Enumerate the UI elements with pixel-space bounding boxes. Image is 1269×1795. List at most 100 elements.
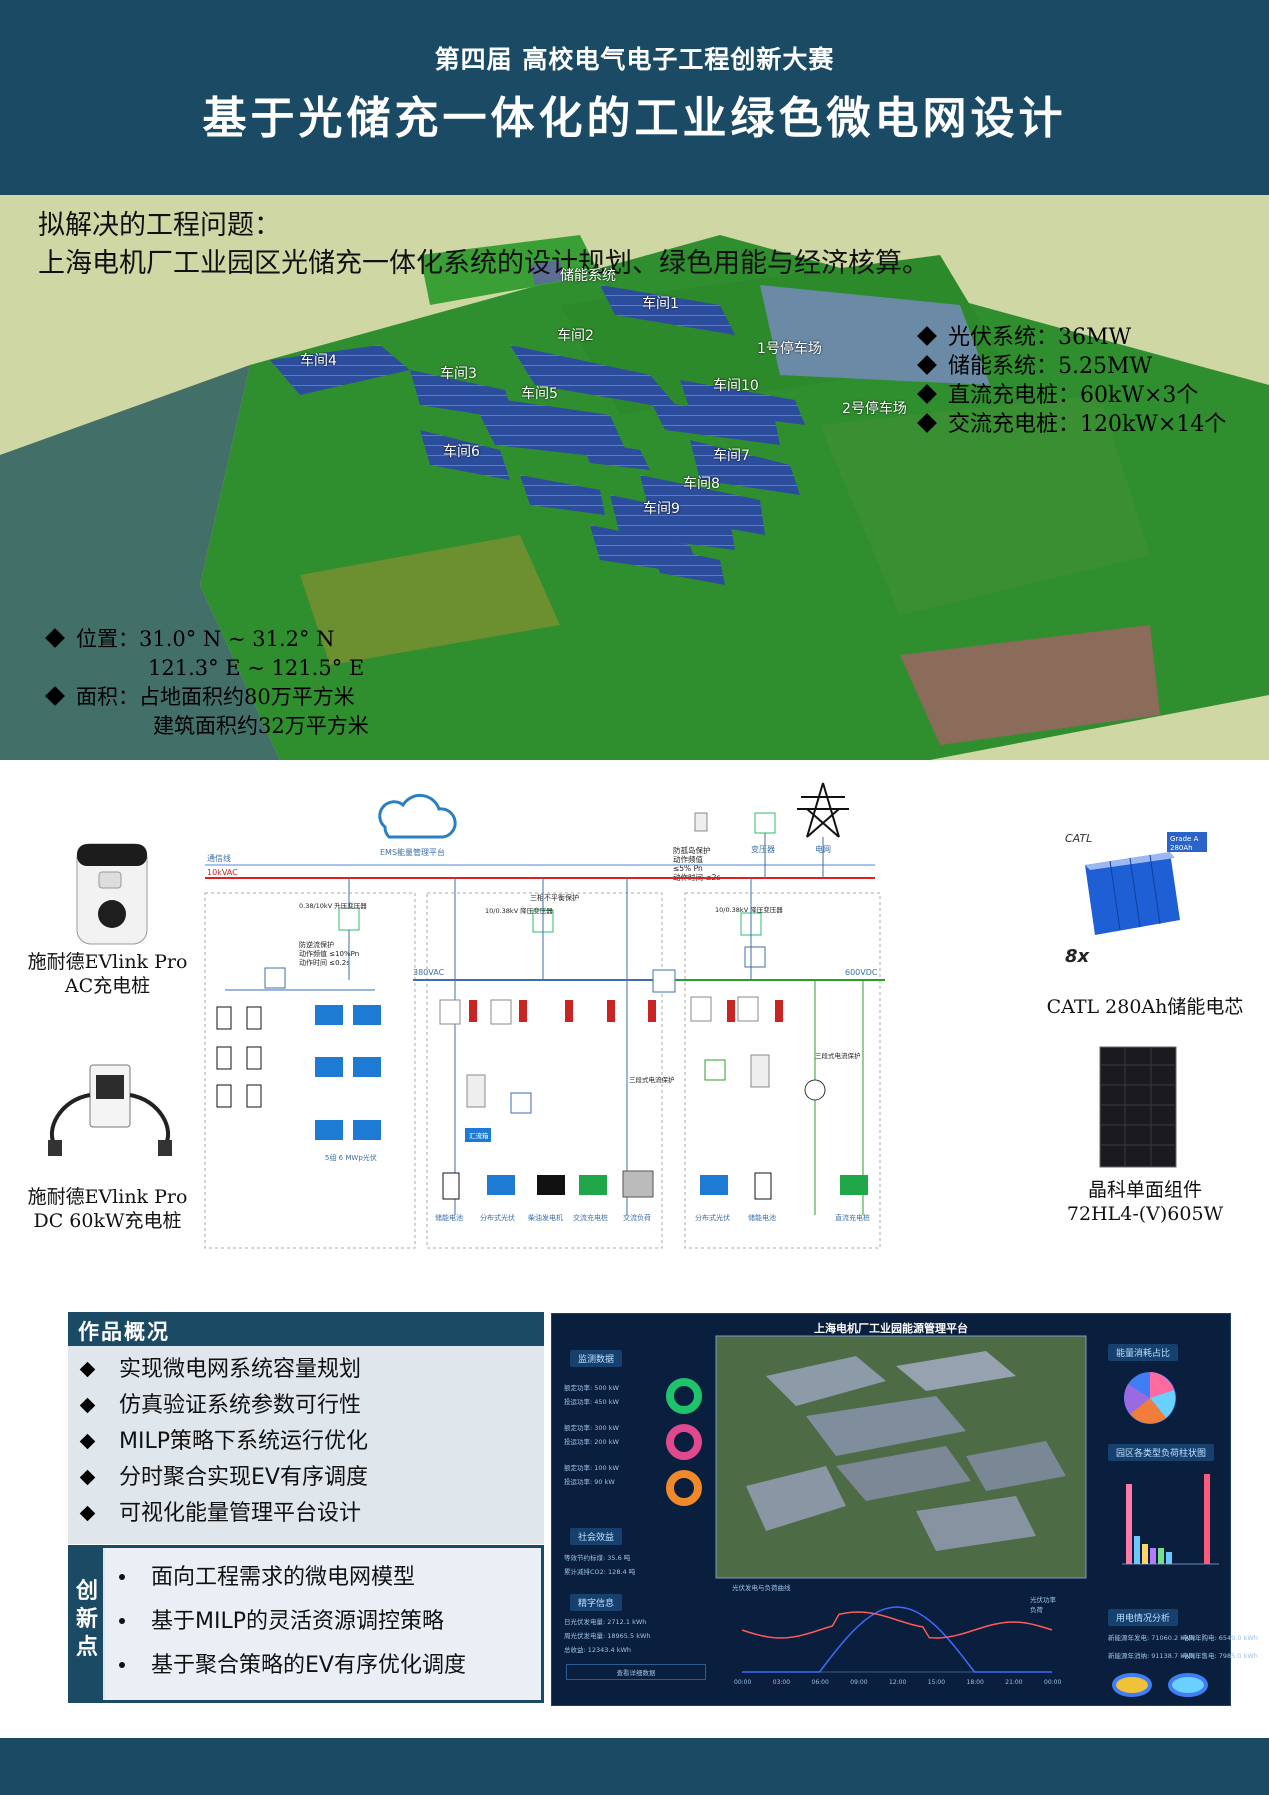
x-tick-label: 12:00 <box>889 1679 906 1686</box>
monitor-row: 额定功率: 100 kW <box>564 1464 619 1472</box>
x-tick-label: 00:00 <box>734 1679 751 1686</box>
stats-row: 周光伏发电量: 18965.5 kWh <box>564 1632 651 1640</box>
cloud-icon <box>378 793 457 839</box>
overview-item: 可视化能量管理平台设计 <box>68 1496 544 1532</box>
usage-row: 电网年售电: 7985.0 kWh <box>1182 1652 1258 1660</box>
social-panel-title: 社会效益 <box>570 1528 623 1545</box>
bottom-label: 直流充电桩 <box>835 1213 870 1222</box>
bus-600-label: 600VDC <box>845 968 878 977</box>
innovation-item: 基于聚合策略的EV有序优化调度 <box>105 1644 541 1688</box>
bottom-label: 柴油发电机 <box>528 1213 563 1222</box>
location-info: 位置：31.0° N ~ 31.2° N 121.3° E ~ 121.5° E… <box>45 625 369 741</box>
pylon-icon <box>797 782 849 838</box>
stats-panel-title: 精字信息 <box>570 1594 623 1611</box>
pcs-label: 汇流箱 <box>469 1131 489 1140</box>
innovation-item: 基于MILP的灵活资源调控策略 <box>105 1600 541 1644</box>
dc-charger-label: 施耐德EVlink Pro DC 60kW充电桩 <box>20 1185 195 1233</box>
microgrid-schematic: EMS能量管理平台 电网 变压器 防孤岛保护 动作频值 ≤5% Pn 动作时间 … <box>204 782 885 1249</box>
usage-row: 新能源年发电: 71060.2 kWh <box>1108 1634 1195 1642</box>
inverter-icon <box>264 967 286 989</box>
poster-footer <box>0 1738 1269 1795</box>
energy-share-title: 能量消耗占比 <box>1108 1344 1179 1361</box>
legend-load: 负荷 <box>1030 1606 1043 1614</box>
bottom-label: 分布式光伏 <box>695 1213 730 1222</box>
usage-title: 用电情况分析 <box>1108 1609 1179 1626</box>
problem-text: 上海电机厂工业园区光储充一体化系统的设计规划、绿色用能与经济核算。 <box>38 248 929 279</box>
label-workshop-10: 车间10 <box>713 378 759 394</box>
pv-module-image <box>1099 1046 1177 1168</box>
protect-grid-3: ≤5% Pn <box>673 864 703 873</box>
cell-brand: CATL <box>1065 832 1092 845</box>
ac-charger-model: 施耐德EVlink Pro <box>27 951 188 973</box>
spec-item: 直流充电桩：60kW×3个 <box>948 383 1199 408</box>
inverter-icon <box>744 946 766 968</box>
pv-left-label: 5组 6 MWp光伏 <box>325 1153 377 1162</box>
x-tick-label: 00:00 <box>1044 1679 1061 1686</box>
bottom-label: 储能电池 <box>748 1213 776 1222</box>
label-storage: 储能系统 <box>560 268 616 284</box>
tr-right-label: 10/0.38kV 降压变压器 <box>715 905 783 914</box>
bus-380-label: 380VAC <box>413 968 445 977</box>
schematic-section: 施耐德EVlink Pro AC充电桩 施耐德EVlink Pro DC 60k… <box>0 770 1269 1260</box>
engineering-problem: 拟解决的工程问题： 上海电机厂工业园区光储充一体化系统的设计规划、绿色用能与经济… <box>38 207 929 283</box>
overview-item: 实现微电网系统容量规划 <box>68 1352 544 1388</box>
bottom-label: 交流负荷 <box>623 1213 651 1222</box>
overview-item-text: 仿真验证系统参数可行性 <box>119 1393 362 1418</box>
innovation-item-text: 基于聚合策略的EV有序优化调度 <box>151 1653 466 1678</box>
overview-item: 仿真验证系统参数可行性 <box>68 1388 544 1424</box>
label-parking-1: 1号停车场 <box>757 341 822 357</box>
battery-cell-image: CATL Grade A 280Ah 8x <box>1065 832 1207 967</box>
bottom-label: 分布式光伏 <box>480 1213 515 1222</box>
usage-row: 新能源年消纳: 91138.7 kWh <box>1108 1652 1195 1660</box>
legend-pv: 光伏功率 <box>1030 1596 1056 1604</box>
bottom-device-icons <box>442 1170 868 1200</box>
ac-charger-label: 施耐德EVlink Pro AC充电桩 <box>20 950 195 998</box>
innovation-item-text: 基于MILP的灵活资源调控策略 <box>151 1609 444 1634</box>
meter-icon <box>690 996 712 1022</box>
transformer-icon <box>754 812 776 834</box>
meter-icon <box>737 996 759 1022</box>
poster-header: 第四届 高校电气电子工程创新大赛 基于光储充一体化的工业绿色微电网设计 <box>0 0 1269 195</box>
monitor-row: 投运功率: 450 kW <box>564 1398 619 1406</box>
pie-chart <box>1124 1372 1176 1424</box>
protect-grid-1: 防孤岛保护 <box>673 845 711 855</box>
transformer-icon <box>338 907 360 931</box>
pv-module-model: 72HL4-(V)605W <box>1066 1203 1224 1225</box>
protect-left-2: 动作频值 ≤10%Pn <box>299 949 359 958</box>
social-row: 累计减排CO2: 128.4 吨 <box>564 1568 636 1576</box>
usage-row: 电网年购电: 6549.0 kWh <box>1182 1634 1258 1642</box>
x-tick-label: 18:00 <box>967 1679 984 1686</box>
overview-item-text: MILP策略下系统运行优化 <box>119 1429 368 1454</box>
protect-left-3: 动作时间 ≤0.2s <box>299 958 350 967</box>
label-parking-2: 2号停车场 <box>842 401 907 417</box>
meter-icon <box>439 999 461 1025</box>
location-line: 121.3° E ~ 121.5° E <box>148 656 365 680</box>
monitor-row: 额定功率: 300 kW <box>564 1424 619 1432</box>
innovation-list: 面向工程需求的微电网模型 基于MILP的灵活资源调控策略 基于聚合策略的EV有序… <box>105 1548 541 1700</box>
charger-icons-left <box>216 1006 262 1108</box>
protect-left-1: 防逆流保护 <box>299 940 334 949</box>
innovation-item: 面向工程需求的微电网模型 <box>105 1556 541 1600</box>
view-details-button[interactable]: 查看详细数据 <box>566 1664 706 1680</box>
x-tick-label: 03:00 <box>773 1679 790 1686</box>
label-workshop-9: 车间9 <box>643 501 680 517</box>
label-workshop-8: 车间8 <box>683 476 720 492</box>
comm-label: 通信线 <box>207 853 231 863</box>
load-bar-chart <box>1122 1474 1219 1565</box>
ems-label: EMS能量管理平台 <box>380 847 445 857</box>
spec-item: 光伏系统：36MW <box>948 325 1132 350</box>
social-row: 等效节约标煤: 35.6 吨 <box>564 1554 631 1562</box>
ac-charger-type: AC充电桩 <box>64 975 151 997</box>
transformer-label: 变压器 <box>751 844 775 854</box>
spec-item: 交流充电桩：120kW×14个 <box>948 412 1227 437</box>
meter-icon <box>490 999 512 1025</box>
x-tick-label: 06:00 <box>812 1679 829 1686</box>
breaker-icons <box>469 1000 783 1022</box>
label-workshop-4: 车间4 <box>300 353 337 369</box>
dashboard-title: 上海电机厂工业园能源管理平台 <box>814 1322 968 1335</box>
dc-load-icon <box>804 1079 826 1101</box>
pv-module-label: 晶科单面组件 72HL4-(V)605W <box>1025 1178 1265 1226</box>
area-line: 建筑面积约32万平方米 <box>153 714 369 738</box>
bottom-label: 交流充电桩 <box>573 1213 608 1222</box>
location-line: 位置：31.0° N ~ 31.2° N <box>76 627 335 651</box>
